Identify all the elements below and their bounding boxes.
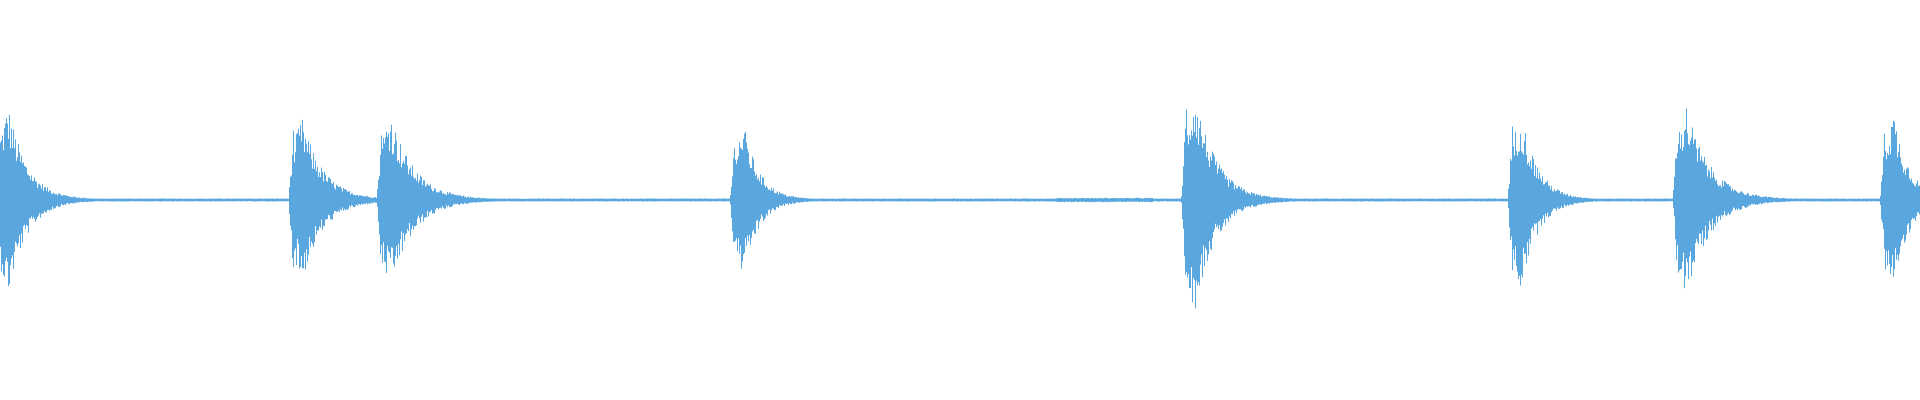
waveform-bars: [0, 108, 1920, 309]
waveform-trace: [0, 108, 1920, 309]
